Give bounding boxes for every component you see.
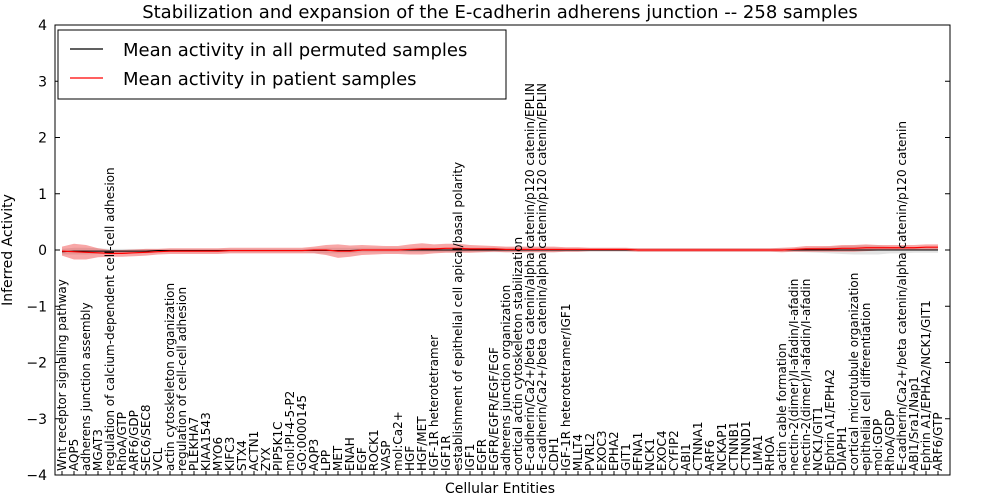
x-tick-label: mol:GDP: [871, 419, 885, 471]
y-tick-label: 4: [38, 18, 47, 34]
x-tick-label: ARF6: [703, 440, 717, 471]
y-tick-label: −3: [26, 412, 47, 428]
x-tick-label: EGFR: [475, 439, 489, 471]
x-tick-label: E-cadherin/Ca2+/beta catenin/alpha caten…: [895, 121, 909, 471]
y-axis-label: Inferred Activity: [0, 194, 16, 306]
x-tick-label: establishment of epithelial cell apical/…: [451, 162, 465, 471]
x-tick-label: regulation of calcium-dependent cell-cel…: [103, 167, 117, 471]
y-tick-label: −2: [26, 356, 47, 372]
x-tick-label: CTNNB1: [727, 421, 741, 471]
x-tick-label: VASP: [379, 440, 393, 471]
x-axis-label: Cellular Entities: [445, 481, 555, 497]
x-tick-label: AQP5: [67, 439, 81, 471]
x-tick-label: PVRL2: [583, 433, 597, 471]
x-tick-label: NCKAP1: [715, 423, 729, 471]
legend-box: [57, 29, 507, 100]
x-tick-label: RhoA/GDP: [883, 410, 897, 471]
x-tick-label: IGF1R: [439, 435, 453, 471]
x-tick-label: adherens junction organization: [499, 285, 513, 471]
line-patient: [61, 246, 938, 254]
x-tick-label: EGF: [355, 447, 369, 471]
x-tick-label: ENAH: [343, 437, 357, 471]
x-tick-label: cortical actin cytoskeleton stabilizatio…: [511, 237, 525, 471]
x-tick-label: ABI1/Sra1/Nap1: [907, 376, 921, 471]
x-tick-label: HGF/MET: [415, 416, 429, 471]
y-tick-label: 3: [38, 74, 47, 90]
x-tick-label: EFNA1: [631, 432, 645, 471]
x-tick-label: Ephrin A1/EPHA2/NCK1/GIT1: [919, 300, 933, 471]
x-tick-label: MET: [331, 445, 345, 471]
x-tick-label: IGF-1R heterotetramer: [427, 335, 441, 471]
x-tick-label: mol:PI-4-5-P2: [283, 391, 297, 471]
y-tick-label: 2: [38, 131, 47, 147]
x-tick-label: PIP5K1C: [271, 421, 285, 471]
x-tick-label: MLLT4: [571, 434, 585, 471]
y-tick-label: −1: [26, 299, 47, 315]
x-tick-label: GO:0000145: [295, 395, 309, 471]
y-tick-label: 1: [38, 187, 47, 203]
x-tick-label: KIAA1543: [199, 412, 213, 471]
x-tick-label: ARF6/GTP: [931, 412, 945, 471]
x-tick-label: NCK1/GIT1: [811, 406, 825, 471]
x-tick-label: epithelial cell differentiation: [859, 303, 873, 471]
x-axis: Wnt receptor signaling pathwayAQP5adhere…: [55, 83, 945, 475]
x-tick-label: mol:Ca2+: [391, 411, 405, 471]
y-axis: −4 −3 −2 −1 0 1 2 3 4: [26, 18, 950, 484]
x-tick-label: SEC6/SEC8: [139, 405, 153, 471]
x-tick-label: GIT1: [619, 443, 633, 471]
x-tick-label: STX4: [235, 440, 249, 471]
x-tick-label: ROCK1: [367, 429, 381, 471]
x-tick-label: AQP3: [307, 439, 321, 471]
x-tick-label: Ephrin A1/EPHA2: [823, 369, 837, 471]
x-tick-label: regulation of cell-cell adhesion: [175, 287, 189, 471]
x-tick-label: nectin-2(dimer)/I-afadin/I-afadin: [787, 279, 801, 471]
x-tick-label: nectin-2(dimer)/I-afadin/I-afadin: [799, 279, 813, 471]
chart-title: Stabilization and expansion of the E-cad…: [142, 2, 858, 23]
x-tick-label: IGF1: [463, 444, 477, 471]
x-tick-label: CTNNA1: [691, 421, 705, 471]
x-tick-label: IGF-1R heterotetramer/IGF1: [559, 304, 573, 471]
y-tick-label: −4: [26, 468, 47, 484]
x-tick-label: LPP: [319, 450, 333, 471]
x-tick-label: PLEKHA7: [187, 417, 201, 471]
x-tick-label: MGAT3: [91, 429, 105, 471]
x-tick-label: adherens junction assembly: [79, 302, 93, 471]
x-tick-label: DIAPH1: [835, 426, 849, 471]
x-tick-label: actin cytoskeleton organization: [163, 283, 177, 471]
x-tick-label: ARF6/GDP: [127, 410, 141, 471]
x-tick-label: EGFR/EGFR/EGF/EGF: [487, 347, 501, 471]
x-tick-label: CYFIP2: [667, 430, 681, 471]
x-tick-label: CTNND1: [739, 420, 753, 471]
x-tick-label: RhoA/GTP: [115, 412, 129, 471]
x-tick-label: cortical microtubule organization: [847, 273, 861, 471]
x-tick-label: CDH1: [547, 437, 561, 471]
x-tick-label: EXOC4: [655, 431, 669, 472]
x-tick-label: RHOA: [763, 435, 777, 471]
band-patient: [62, 243, 938, 260]
x-tick-label: KIFC3: [223, 437, 237, 471]
x-tick-label: Wnt receptor signaling pathway: [55, 279, 69, 471]
x-tick-label: EPHA2: [607, 431, 621, 471]
y-tick-label: 0: [38, 243, 47, 259]
legend-label-permuted: Mean activity in all permuted samples: [123, 40, 467, 61]
x-tick-label: MYO6: [211, 437, 225, 471]
x-tick-label: ACTN1: [247, 431, 261, 471]
x-tick-label: E-cadherin/Ca2+/beta catenin/alpha caten…: [523, 83, 537, 471]
legend: Mean activity in all permuted samples Me…: [57, 29, 507, 100]
x-tick-label: LIMA1: [751, 435, 765, 471]
x-tick-label: EXOC3: [595, 431, 609, 472]
x-tick-label: ABI1: [679, 443, 693, 471]
x-tick-label: HGF: [403, 446, 417, 471]
x-tick-label: NCK1: [643, 438, 657, 471]
x-tick-label: ZYX: [259, 447, 273, 471]
x-tick-label: E-cadherin/Ca2+/beta catenin/alpha caten…: [535, 83, 549, 471]
x-tick-label: VCL: [151, 447, 165, 471]
legend-label-patient: Mean activity in patient samples: [123, 69, 417, 90]
x-tick-label: actin cable formation: [775, 343, 789, 471]
series-lines: [61, 246, 938, 254]
